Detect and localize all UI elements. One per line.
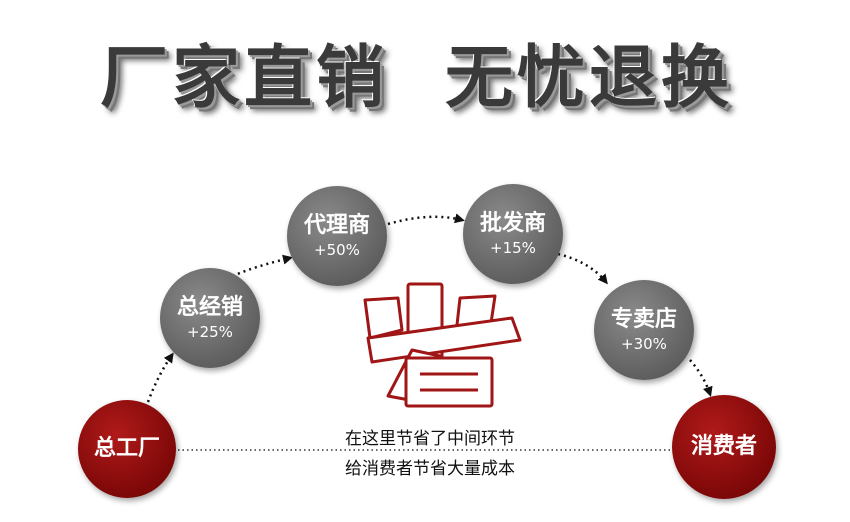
node-wholesaler: 批发商 +15% [463,184,563,284]
node-store-markup: +30% [621,335,667,353]
arrow-store-to-consumer [689,359,713,397]
sheng-character-graphic [363,282,522,408]
node-factory-label: 总工厂 [93,436,160,461]
node-consumer: 消费者 [672,395,776,499]
node-agent: 代理商 +50% [287,186,387,286]
headline-factory-direct: 厂家直销 [100,39,389,118]
node-consumer-label: 消费者 [690,434,757,459]
headline-worry-free-return: 无忧退换 [445,39,734,118]
arrow-factory-to-distributor [146,352,174,403]
node-factory: 总工厂 [78,400,176,498]
caption-line-2: 给消费者节省大量成本 [345,459,515,479]
node-agent-label: 代理商 [303,213,370,238]
arrow-wholesaler-to-store [557,252,608,285]
node-distributor-label: 总经销 [176,295,243,320]
caption-line-1: 在这里节省了中间环节 [345,429,515,449]
node-distributor-markup: +25% [187,323,233,341]
node-distributor: 总经销 +25% [160,268,260,368]
node-wholesaler-label: 批发商 [479,211,546,236]
node-store: 专卖店 +30% [594,280,694,380]
arrow-agent-to-wholesaler [387,213,465,226]
node-wholesaler-markup: +15% [490,239,536,257]
node-agent-markup: +50% [314,241,360,259]
node-store-label: 专卖店 [610,307,677,332]
